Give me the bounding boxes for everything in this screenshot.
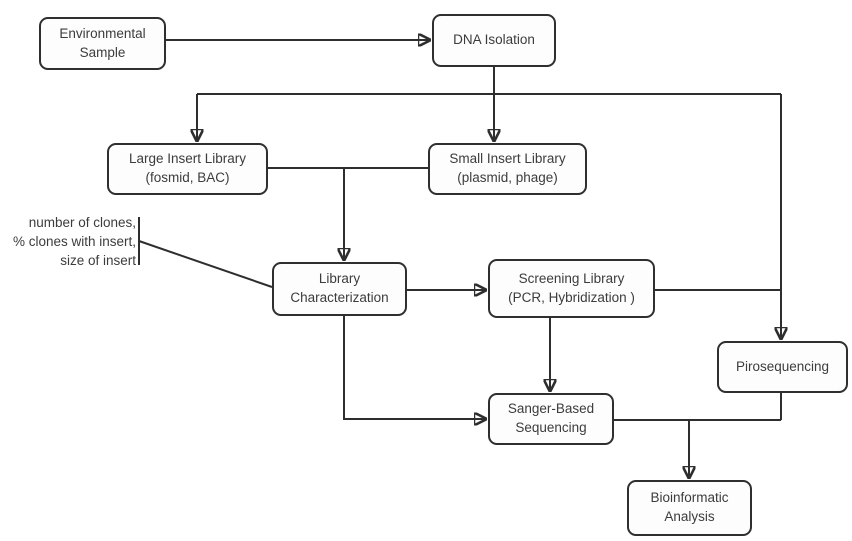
node-bioinformatic-analysis: Bioinformatic Analysis	[627, 480, 752, 536]
node-small-insert-library: Small Insert Library (plasmid, phage)	[428, 143, 587, 195]
node-label: (PCR, Hybridization )	[508, 289, 635, 305]
node-sanger-based-sequencing: Sanger-Based Sequencing	[488, 393, 614, 445]
node-label: Characterization	[290, 290, 389, 305]
node-label: (plasmid, phage)	[457, 170, 558, 185]
annotation-line: number of clones,	[28, 215, 136, 230]
node-label: Library	[318, 271, 361, 287]
node-label: Sequencing	[515, 420, 587, 435]
node-label: Small Insert Library	[449, 151, 566, 167]
node-label: Sanger-Based	[507, 401, 595, 417]
node-large-insert-library: Large Insert Library (fosmid, BAC)	[107, 143, 268, 195]
node-label: Screening Library	[518, 270, 625, 286]
node-label: Sample	[79, 44, 126, 60]
node-label: Pirosequencing	[735, 358, 830, 374]
edge-char-to-sanger	[343, 316, 485, 419]
node-library-characterization: Library Characterization	[272, 262, 407, 316]
library-metrics-annotation: number of clones, % clones with insert, …	[0, 213, 136, 270]
node-environmental-sample: Environmental Sample	[39, 17, 166, 70]
annotation-leader-line	[138, 240, 273, 288]
node-label: (fosmid, BAC)	[145, 170, 230, 185]
node-pirosequencing: Pirosequencing	[717, 341, 848, 393]
node-screening-library: Screening Library (PCR, Hybridization )	[488, 259, 655, 318]
node-label: Analysis	[664, 509, 715, 524]
node-label: Environmental	[59, 25, 146, 41]
node-label: DNA Isolation	[453, 32, 535, 48]
node-label: Bioinformatic	[650, 490, 729, 506]
annotation-line: % clones with insert,	[12, 234, 136, 249]
annotation-line: size of insert	[60, 253, 136, 268]
node-dna-isolation: DNA Isolation	[432, 14, 556, 67]
node-label: Large Insert Library	[128, 151, 247, 167]
